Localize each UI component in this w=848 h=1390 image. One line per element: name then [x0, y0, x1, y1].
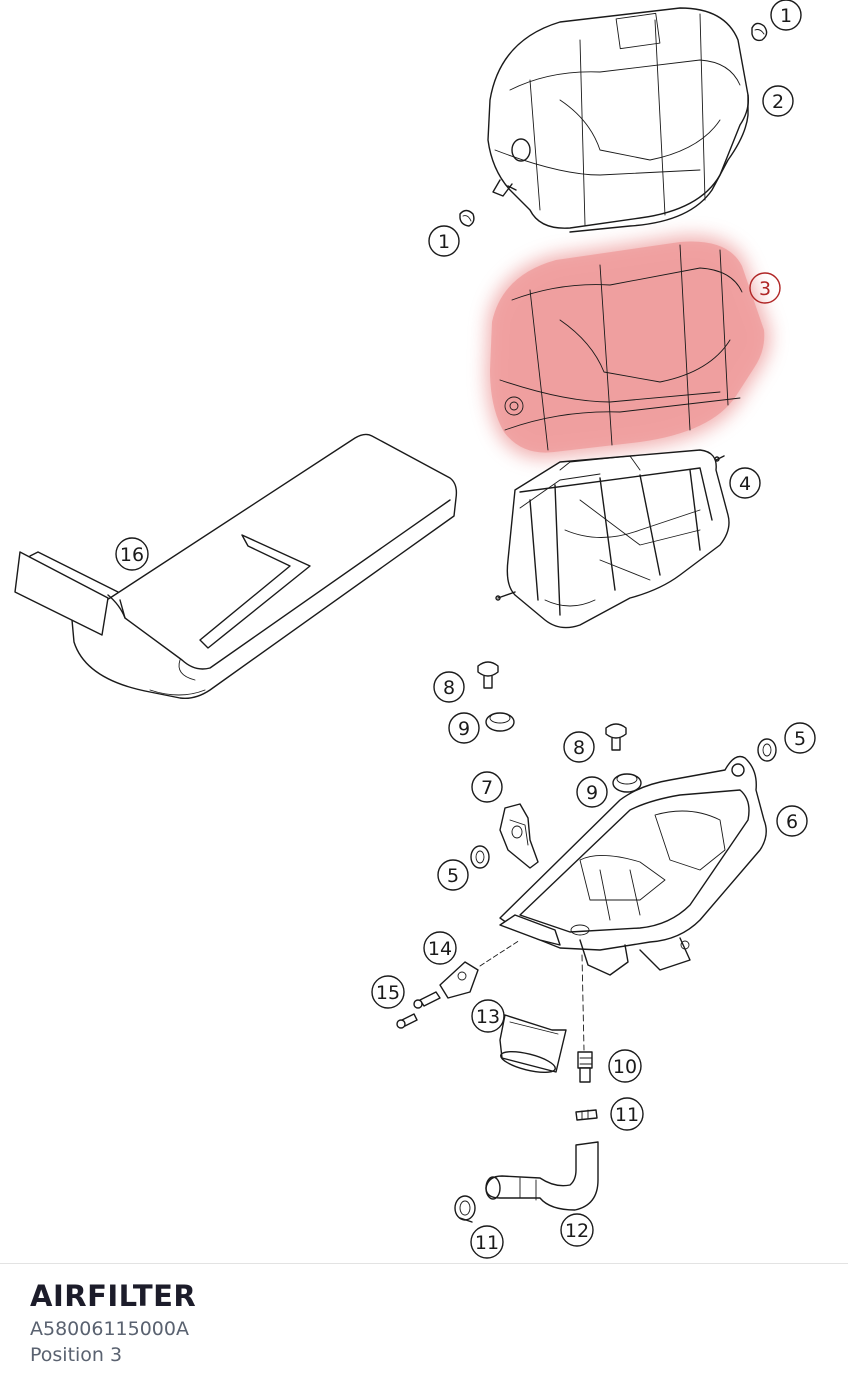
svg-text:16: 16 — [120, 544, 144, 566]
part-2-cover[interactable] — [487, 7, 750, 233]
footer-divider — [0, 1263, 848, 1264]
callout-5-left[interactable]: 5 — [437, 859, 469, 891]
exploded-parts-diagram: 1 2 1 3 4 16 8 9 8 5 9 7 — [14, 0, 816, 1259]
svg-text:9: 9 — [586, 782, 598, 804]
svg-text:5: 5 — [794, 728, 806, 750]
callout-8-right[interactable]: 8 — [563, 731, 595, 763]
svg-text:12: 12 — [565, 1220, 589, 1242]
part-number: A58006115000A — [30, 1318, 189, 1340]
svg-text:15: 15 — [376, 982, 400, 1004]
svg-text:10: 10 — [613, 1056, 637, 1078]
callout-4[interactable]: 4 — [729, 467, 761, 499]
part-9-grommet-left[interactable] — [485, 712, 515, 732]
callout-1-left[interactable]: 1 — [428, 225, 460, 257]
svg-text:13: 13 — [476, 1006, 500, 1028]
callout-8-left[interactable]: 8 — [433, 671, 465, 703]
part-1-clip-top[interactable] — [751, 22, 768, 42]
callout-11-upper[interactable]: 11 — [610, 1097, 644, 1131]
part-15-screws[interactable] — [396, 991, 441, 1029]
svg-text:14: 14 — [428, 938, 452, 960]
part-14-sensor-bracket[interactable] — [439, 939, 521, 999]
callout-9-right[interactable]: 9 — [576, 776, 608, 808]
callout-10[interactable]: 10 — [608, 1049, 642, 1083]
part-3-airfilter[interactable] — [486, 235, 771, 459]
callout-6[interactable]: 6 — [776, 805, 808, 837]
svg-text:5: 5 — [447, 865, 459, 887]
callout-7[interactable]: 7 — [471, 771, 503, 803]
part-6-airbox-base[interactable] — [499, 755, 767, 976]
svg-text:9: 9 — [458, 718, 470, 740]
svg-text:7: 7 — [481, 777, 493, 799]
part-16-cover-sheet[interactable] — [14, 433, 458, 700]
part-1-clip-left[interactable] — [459, 209, 475, 227]
callout-16[interactable]: 16 — [115, 537, 149, 571]
part-title: AIRFILTER — [30, 1279, 197, 1313]
part-5-grommet-right[interactable] — [757, 738, 777, 762]
svg-text:8: 8 — [573, 737, 585, 759]
part-4-filter-cage[interactable] — [495, 449, 730, 629]
part-13-sleeve[interactable] — [499, 1014, 567, 1077]
svg-text:6: 6 — [786, 811, 798, 833]
svg-text:11: 11 — [475, 1232, 499, 1254]
svg-text:1: 1 — [438, 231, 450, 253]
svg-text:3: 3 — [759, 278, 771, 300]
callout-5-right[interactable]: 5 — [784, 722, 816, 754]
callout-3[interactable]: 3 — [749, 272, 781, 304]
part-position: Position 3 — [30, 1344, 123, 1366]
part-11-clamp-large[interactable] — [454, 1195, 476, 1223]
part-info-footer: AIRFILTER A58006115000A Position 3 — [30, 1276, 196, 1368]
svg-text:8: 8 — [443, 677, 455, 699]
part-5-grommet-left[interactable] — [470, 845, 490, 869]
callout-9-left[interactable]: 9 — [448, 712, 480, 744]
callout-1-top[interactable]: 1 — [770, 0, 802, 31]
svg-text:2: 2 — [772, 91, 784, 113]
callout-12[interactable]: 12 — [560, 1213, 594, 1247]
part-11-clamp-small[interactable] — [575, 1109, 598, 1121]
part-9-grommet-right[interactable] — [612, 773, 642, 793]
part-7-bracket[interactable] — [499, 803, 539, 869]
callout-14[interactable]: 14 — [423, 931, 457, 965]
part-10-drain-nipple[interactable] — [577, 1051, 593, 1083]
callout-13[interactable]: 13 — [471, 999, 505, 1033]
part-8-valve-left[interactable] — [477, 661, 499, 689]
svg-text:4: 4 — [739, 473, 751, 495]
callout-11-lower[interactable]: 11 — [470, 1225, 504, 1259]
part-8-valve-right[interactable] — [605, 723, 627, 751]
svg-text:1: 1 — [780, 5, 792, 27]
part-12-hose[interactable] — [485, 1141, 599, 1211]
callout-15[interactable]: 15 — [371, 975, 405, 1009]
svg-text:11: 11 — [615, 1104, 639, 1126]
callout-2[interactable]: 2 — [762, 85, 794, 117]
